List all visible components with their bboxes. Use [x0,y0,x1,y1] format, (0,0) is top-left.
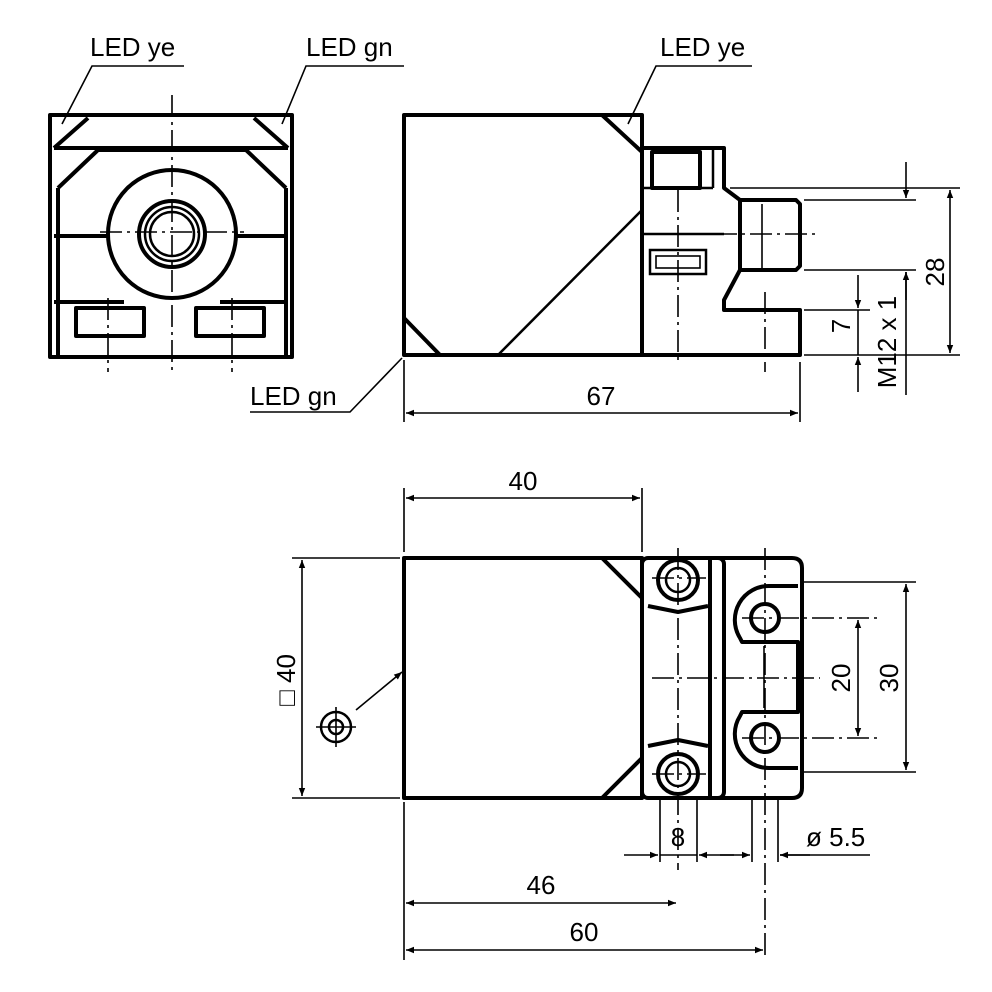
dim-square-40: □ 40 [271,654,301,706]
dim-hole-diameter: ø 5.5 [806,822,865,852]
dim-7: 7 [826,319,856,333]
side-led-ye-label: LED ye [660,32,745,62]
dim-60: 60 [570,917,599,947]
dim-46: 46 [527,870,556,900]
dim-28: 28 [920,258,950,287]
dim-40: 40 [509,466,538,496]
side-led-gn-label: LED gn [250,381,337,411]
dim-m12: M12 x 1 [872,296,902,389]
dim-8: 8 [671,822,685,852]
dim-67: 67 [587,381,616,411]
top-view: 40 □ 40 20 30 8 ø 5.5 46 60 [271,466,916,960]
front-view: LED ye LED gn [48,32,404,372]
front-led-ye-label: LED ye [90,32,175,62]
side-view: LED ye LED gn 67 28 M12 x 1 7 [250,32,960,422]
front-led-gn-label: LED gn [306,32,393,62]
dim-20: 20 [826,664,856,693]
dim-30: 30 [874,664,904,693]
